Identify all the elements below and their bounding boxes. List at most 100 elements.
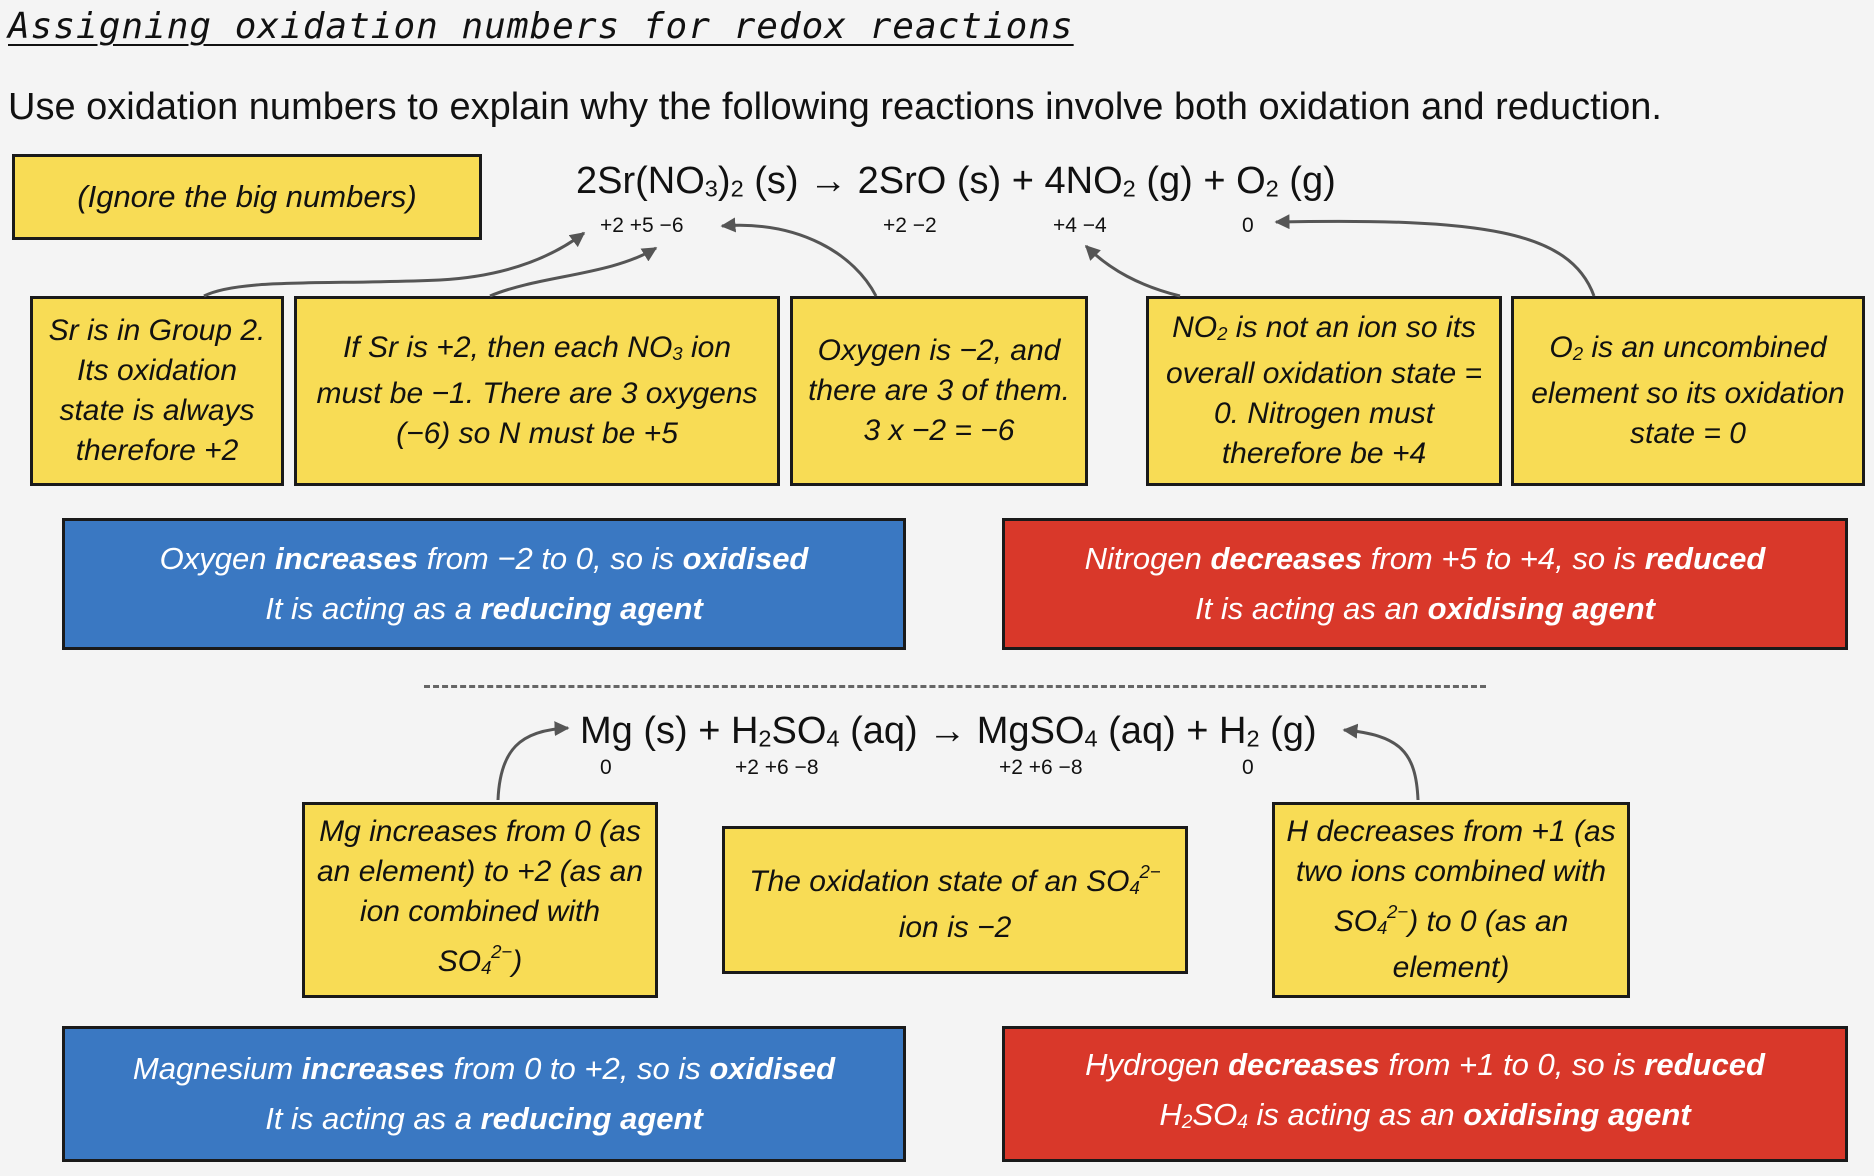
text-part: It is acting as an bbox=[1195, 591, 1428, 626]
eq1-sub: 3 bbox=[704, 175, 718, 202]
reduced-line2: It is acting as an oxidising agent bbox=[1195, 584, 1655, 634]
text-bold: reduced bbox=[1644, 541, 1766, 576]
text-part: ) to 0 (as an element) bbox=[1392, 905, 1569, 984]
o2-explanation-text: O2 is an uncombined element so its oxida… bbox=[1524, 328, 1852, 454]
text-bold: oxidising agent bbox=[1427, 591, 1655, 626]
text-part: SO bbox=[1192, 1097, 1238, 1133]
text-sub: 2 bbox=[1181, 1111, 1193, 1133]
text-part: is not an ion so its overall oxidation s… bbox=[1165, 311, 1483, 470]
reaction2-oxidised-box: Magnesium increases from 0 to +2, so is … bbox=[62, 1026, 906, 1162]
reduced-line1: Nitrogen decreases from +5 to +4, so is … bbox=[1085, 534, 1766, 584]
eq2-sub: 4 bbox=[826, 725, 840, 752]
text-sub: 2 bbox=[1217, 322, 1228, 344]
text-part: Oxygen bbox=[159, 541, 276, 576]
arrow-h bbox=[1342, 723, 1420, 801]
eq1-sub: 2 bbox=[1265, 175, 1279, 202]
eq2-part: Mg (s) + H bbox=[580, 710, 759, 752]
ox-h2: 0 bbox=[1242, 756, 1254, 779]
sr-explanation-text: Sr is in Group 2. Its oxidation state is… bbox=[48, 314, 266, 467]
text-part: Nitrogen bbox=[1084, 541, 1211, 576]
text-sup: 2− bbox=[491, 941, 513, 963]
text-sup: 2− bbox=[1387, 901, 1409, 923]
text-part: ) bbox=[512, 945, 523, 979]
text-part: NO bbox=[1172, 311, 1218, 345]
oxidised-line1: Magnesium increases from 0 to +2, so is … bbox=[133, 1044, 835, 1094]
eq1-sub: 2 bbox=[1122, 175, 1136, 202]
text-bold: reducing agent bbox=[480, 1101, 703, 1136]
text-bold: increases bbox=[301, 1051, 445, 1086]
eq1-part: (g) + O bbox=[1135, 160, 1266, 202]
o-explanation-text: Oxygen is −2, and there are 3 of them. 3… bbox=[808, 334, 1070, 447]
reaction1-reduced-box: Nitrogen decreases from +5 to +4, so is … bbox=[1002, 518, 1848, 650]
oxidised-line2: It is acting as a reducing agent bbox=[265, 584, 703, 634]
no2-explanation-text: NO2 is not an ion so its overall oxidati… bbox=[1159, 308, 1489, 474]
n-explanation-box: If Sr is +2, then each NO3 ion must be −… bbox=[294, 296, 780, 486]
text-bold: decreases bbox=[1228, 1047, 1380, 1083]
eq2-part: (g) bbox=[1259, 710, 1317, 752]
ox-h2so4: +2 +6 −8 bbox=[735, 756, 819, 779]
reaction1-oxidised-box: Oxygen increases from −2 to 0, so is oxi… bbox=[62, 518, 906, 650]
ox-o2: 0 bbox=[1242, 214, 1254, 237]
arrow-n bbox=[489, 246, 658, 298]
text-sub: 3 bbox=[672, 342, 683, 364]
text-part: from +1 to 0, so is bbox=[1379, 1047, 1645, 1083]
h-explanation-box: H decreases from +1 (as two ions combine… bbox=[1272, 802, 1630, 998]
eq1-part: (g) bbox=[1278, 160, 1336, 202]
reduced-line1: Hydrogen decreases from +1 to 0, so is r… bbox=[1085, 1040, 1765, 1090]
oxidised-line2: It is acting as a reducing agent bbox=[265, 1094, 703, 1144]
o-explanation-box: Oxygen is −2, and there are 3 of them. 3… bbox=[790, 296, 1088, 486]
section-divider bbox=[424, 685, 1486, 688]
ignore-note-text: (Ignore the big numbers) bbox=[77, 179, 417, 214]
text-bold: oxidising agent bbox=[1463, 1097, 1691, 1133]
text-bold: reducing agent bbox=[480, 591, 703, 626]
text-sub: 4 bbox=[1377, 916, 1388, 938]
reaction1-equation: 2Sr(NO3)2 (s) → 2SrO (s) + 4NO2 (g) + O2… bbox=[576, 160, 1336, 203]
eq1-sub: 2 bbox=[730, 175, 744, 202]
ignore-note-box: (Ignore the big numbers) bbox=[12, 154, 482, 240]
text-sub: 2 bbox=[1572, 342, 1584, 364]
o2-explanation-box: O2 is an uncombined element so its oxida… bbox=[1511, 296, 1865, 486]
text-part: Hydrogen bbox=[1085, 1047, 1229, 1083]
ox-sro: +2 −2 bbox=[883, 214, 937, 237]
no2-explanation-box: NO2 is not an ion so its overall oxidati… bbox=[1146, 296, 1502, 486]
so4-explanation-box: The oxidation state of an SO42− ion is −… bbox=[722, 826, 1188, 974]
oxidised-line1: Oxygen increases from −2 to 0, so is oxi… bbox=[160, 534, 809, 584]
eq2-sub: 2 bbox=[758, 725, 772, 752]
text-sub: 4 bbox=[1129, 876, 1140, 898]
text-part: It is acting as a bbox=[265, 591, 481, 626]
text-part: from 0 to +2, so is bbox=[444, 1051, 710, 1086]
ox-sr-nitrate: +2 +5 −6 bbox=[600, 214, 684, 237]
eq1-part: 2Sr(NO bbox=[576, 160, 705, 202]
text-part: from +5 to +4, so is bbox=[1362, 541, 1645, 576]
text-bold: oxidised bbox=[709, 1051, 836, 1086]
ox-no2: +4 −4 bbox=[1053, 214, 1107, 237]
ox-mgso4: +2 +6 −8 bbox=[999, 756, 1083, 779]
text-part: The oxidation state of an SO bbox=[749, 865, 1130, 899]
text-part: from −2 to 0, so is bbox=[418, 541, 683, 576]
n-explanation-text: If Sr is +2, then each NO3 ion must be −… bbox=[307, 328, 767, 454]
arrow-o bbox=[720, 217, 878, 297]
arrow-sr bbox=[203, 231, 586, 298]
text-sup: 2− bbox=[1139, 861, 1161, 883]
text-part: It is acting as a bbox=[265, 1101, 481, 1136]
sr-explanation-box: Sr is in Group 2. Its oxidation state is… bbox=[30, 296, 284, 486]
h-explanation-text: H decreases from +1 (as two ions combine… bbox=[1285, 812, 1617, 988]
text-bold: reduced bbox=[1644, 1047, 1765, 1083]
text-part: is acting as an bbox=[1247, 1097, 1464, 1133]
page-title: Assigning oxidation numbers for redox re… bbox=[8, 6, 1074, 47]
text-part: H decreases from +1 (as two ions combine… bbox=[1286, 815, 1616, 939]
text-sub: 4 bbox=[1237, 1111, 1248, 1133]
eq2-sub: 2 bbox=[1246, 725, 1260, 752]
eq1-part: (s) → 2SrO (s) + 4NO bbox=[743, 160, 1123, 202]
reaction2-reduced-box: Hydrogen decreases from +1 to 0, so is r… bbox=[1002, 1026, 1848, 1162]
reaction2-equation: Mg (s) + H2SO4 (aq) → MgSO4 (aq) + H2 (g… bbox=[580, 710, 1317, 753]
text-part: If Sr is +2, then each NO bbox=[342, 331, 673, 365]
arrow-o2 bbox=[1274, 214, 1596, 297]
ox-mg: 0 bbox=[600, 756, 612, 779]
eq2-part: (aq) + H bbox=[1097, 710, 1247, 752]
text-bold: decreases bbox=[1210, 541, 1363, 576]
eq2-part: SO bbox=[771, 710, 827, 752]
so4-explanation-text: The oxidation state of an SO42− ion is −… bbox=[735, 852, 1175, 948]
text-part: Mg increases from 0 (as an element) to +… bbox=[316, 815, 644, 979]
